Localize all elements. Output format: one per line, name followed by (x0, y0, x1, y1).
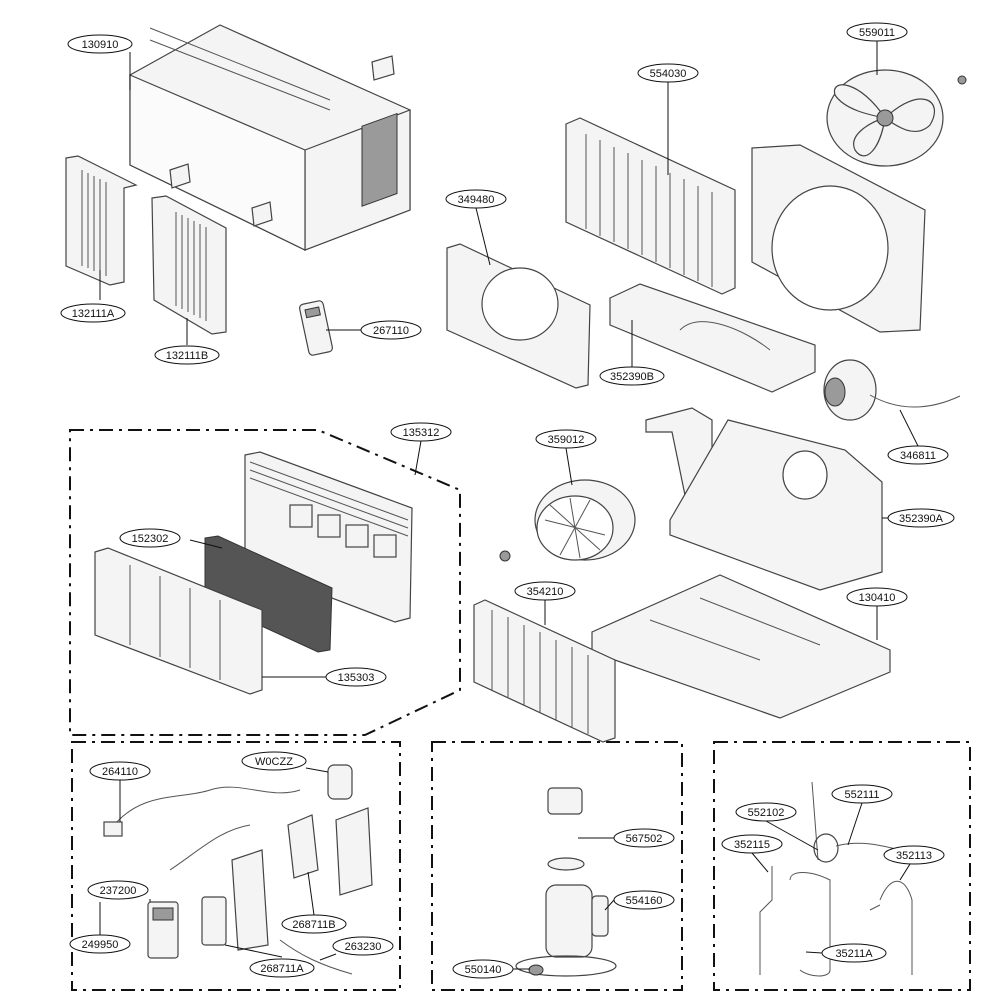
callout-267110[interactable]: 267110 (360, 320, 422, 340)
part-number: 35211A (835, 948, 873, 960)
part-number: 552111 (844, 789, 879, 801)
part-number: 550140 (465, 964, 502, 976)
condenser-coil-drawing (565, 117, 736, 295)
callout-237200[interactable]: 237200 (87, 880, 149, 900)
blower-wheel-drawing (499, 479, 636, 562)
part-number: 264110 (102, 766, 138, 778)
callout-264110[interactable]: 264110 (89, 761, 151, 781)
part-number: 263230 (345, 941, 382, 953)
callout-130410[interactable]: 130410 (846, 587, 908, 607)
part-number: 135312 (403, 427, 440, 439)
callout-552102[interactable]: 552102 (735, 802, 797, 822)
electrical-group-frame (71, 741, 401, 991)
side-curtain-a-drawing (65, 155, 138, 286)
part-number: 132111B (166, 350, 208, 362)
part-number: 130910 (82, 39, 119, 51)
compressor-group-frame (431, 741, 683, 991)
part-number: 352390B (610, 371, 654, 383)
part-number: 267110 (373, 325, 409, 337)
electrical-parts-drawing (103, 764, 373, 975)
part-number: 559011 (859, 27, 895, 39)
inlet-panel-drawing (94, 547, 263, 695)
fan-motor-drawing (823, 359, 961, 421)
part-number: 132111A (72, 308, 115, 320)
part-number: 354210 (527, 586, 564, 598)
front-grille-group-frame (69, 429, 461, 736)
callout-35211A[interactable]: 35211A (821, 943, 887, 963)
part-number: 352115 (734, 839, 770, 851)
callout-352390A[interactable]: 352390A (887, 508, 955, 528)
barrier-drawing (446, 243, 591, 389)
callout-554160[interactable]: 554160 (613, 890, 675, 910)
callout-132111A[interactable]: 132111A (60, 303, 126, 323)
part-number: 135303 (338, 672, 375, 684)
part-number: 130410 (859, 592, 896, 604)
part-number: 554160 (626, 895, 663, 907)
part-number: 359012 (548, 434, 585, 446)
callout-550140[interactable]: 550140 (452, 959, 514, 979)
compressor-drawing (515, 787, 617, 977)
callout-559011[interactable]: 559011 (846, 22, 908, 42)
air-guide-drawing (645, 407, 883, 591)
part-number: 352113 (896, 850, 932, 862)
part-number: 567502 (626, 833, 663, 845)
callout-130910[interactable]: 130910 (67, 34, 133, 54)
part-number: 352390A (899, 513, 944, 525)
piping-group-frame (713, 741, 971, 991)
part-number: 552102 (748, 807, 785, 819)
callout-352390B[interactable]: 352390B (599, 366, 665, 386)
callout-352115[interactable]: 352115 (721, 834, 783, 854)
leader-lines (99, 40, 919, 970)
callout-359012[interactable]: 359012 (535, 429, 597, 449)
callout-132111B[interactable]: 132111B (154, 345, 220, 365)
part-number: 268711B (292, 919, 335, 931)
callout-152302[interactable]: 152302 (119, 528, 181, 548)
callout-268711B[interactable]: 268711B (281, 914, 347, 934)
propeller-fan-drawing (826, 69, 967, 167)
cabinet-case-drawing (129, 24, 411, 251)
part-number: 152302 (132, 533, 169, 545)
part-number: 268711A (260, 963, 304, 975)
part-number: 554030 (650, 68, 687, 80)
callout-552111[interactable]: 552111 (831, 784, 893, 804)
callout-349480[interactable]: 349480 (445, 189, 507, 209)
tray-drawing (609, 283, 816, 393)
callout-263230[interactable]: 263230 (332, 936, 394, 956)
shroud-drawing (751, 144, 926, 333)
part-number: 346811 (900, 450, 936, 462)
callout-346811[interactable]: 346811 (887, 445, 949, 465)
callout-554030[interactable]: 554030 (637, 63, 699, 83)
callout-352113[interactable]: 352113 (883, 845, 945, 865)
callout-W0CZZ[interactable]: W0CZZ (241, 751, 307, 771)
callout-249950[interactable]: 249950 (69, 934, 131, 954)
callout-135303[interactable]: 135303 (325, 667, 387, 687)
evaporator-coil-drawing (473, 599, 616, 743)
part-number: 237200 (100, 885, 137, 897)
callout-567502[interactable]: 567502 (613, 828, 675, 848)
side-curtain-b-drawing (151, 195, 227, 335)
callout-135312[interactable]: 135312 (390, 422, 452, 442)
remote-control-drawing (299, 300, 333, 356)
part-number: W0CZZ (255, 756, 293, 768)
callout-354210[interactable]: 354210 (514, 581, 576, 601)
part-number: 349480 (458, 194, 495, 206)
base-pan-drawing (591, 574, 891, 719)
callout-268711A[interactable]: 268711A (249, 958, 315, 978)
part-number: 249950 (82, 939, 119, 951)
